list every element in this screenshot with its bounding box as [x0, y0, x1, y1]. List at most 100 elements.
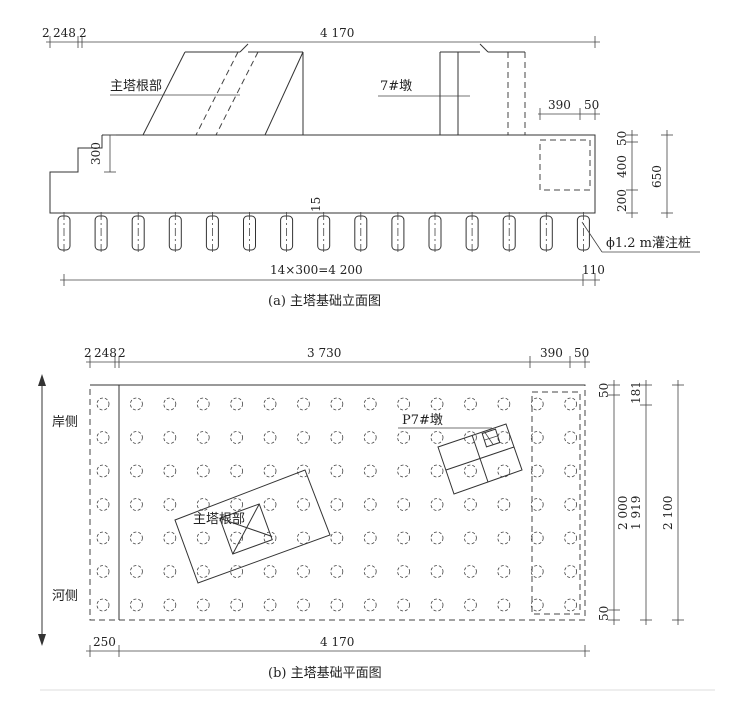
pile-plan: [497, 598, 511, 612]
pile-plan: [263, 565, 277, 578]
pile-plan: [230, 565, 244, 578]
pile-plan: [497, 531, 511, 545]
pile-plan: [397, 431, 411, 444]
pile-plan: [129, 397, 143, 411]
dim-p-2b: 2: [118, 346, 126, 360]
pile-plan: [463, 464, 477, 478]
label-pier-7-elev: 7#墩: [380, 79, 412, 94]
pile-plan: [530, 565, 544, 578]
pile-plan: [564, 397, 577, 411]
label-tower-root-plan: 主塔根部: [193, 512, 245, 527]
pier-7-columns: [439, 43, 526, 135]
pile-plan: [230, 598, 244, 612]
pile-plan: [296, 431, 310, 444]
pile-plan: [564, 498, 577, 511]
pile-plan: [430, 397, 444, 411]
pile-plan: [463, 431, 477, 444]
pile-plan: [530, 431, 544, 444]
elevation-right-dimensions: 50 400 200 650: [615, 130, 673, 218]
pile-plan: [330, 464, 344, 478]
pile-plan: [263, 531, 277, 545]
pile-plan: [129, 565, 143, 578]
pile-plan: [397, 531, 411, 545]
pile-plan: [530, 531, 544, 545]
plan-right-dimensions: 50 50 2 000 181 1 919 2 100: [597, 380, 684, 625]
pile-plan: [96, 565, 110, 578]
pile-plan: [129, 464, 143, 478]
pile-plan: [230, 498, 244, 511]
pile-plan: [463, 531, 477, 545]
label-river-side: 河侧: [52, 589, 78, 604]
pile-plan: [530, 464, 544, 478]
pile-plan: [196, 531, 210, 545]
dim-e-r50: 50: [615, 131, 629, 146]
pile-plan: [497, 498, 511, 511]
pile-plan: [564, 431, 577, 444]
pile-note: ϕ1.2 m灌注桩: [606, 236, 691, 251]
dim-e-r650: 650: [650, 165, 664, 188]
pile-plan: [163, 431, 177, 444]
pile-plan: [196, 565, 210, 578]
pile-plan: [196, 464, 210, 478]
pile-plan: [296, 598, 310, 612]
pile-plan: [163, 397, 177, 411]
pile-plan: [330, 431, 344, 444]
pier-7-plan: [437, 423, 523, 495]
pile-plan: [397, 498, 411, 511]
pile-plan: [397, 598, 411, 612]
pile-plan: [163, 464, 177, 478]
label-tower-root-elev: 主塔根部: [110, 79, 162, 94]
pile-plan: [530, 498, 544, 511]
pile-plan: [263, 598, 277, 612]
pile-plan: [296, 565, 310, 578]
pile-plan: [363, 397, 377, 411]
pile-plan: [564, 531, 577, 545]
dim-e-span: 14×300=4 200: [270, 263, 363, 277]
pile-plan: [530, 397, 544, 411]
elevation-piles: [57, 212, 590, 254]
pile-plan: [196, 498, 210, 511]
dim-p-r2000: 2 000: [616, 496, 630, 530]
plan-top-dimension: 2 248 2 3 730 390 50: [84, 346, 590, 368]
bank-river-arrow: [38, 374, 46, 646]
pile-plan: [430, 565, 444, 578]
pile-plan: [397, 397, 411, 411]
pile-plan: [129, 531, 143, 545]
pile-cap-plan: [89, 384, 586, 621]
pile-plan: [330, 498, 344, 511]
elevation-view: 2 248 2 4 170 主塔根部 7#: [42, 26, 700, 309]
plan-bottom-dimension: 250 4 170: [86, 635, 590, 657]
dim-e-r400: 400: [615, 155, 629, 178]
pile-plan: [530, 598, 544, 612]
pile-plan: [430, 464, 444, 478]
pile-plan: [463, 598, 477, 612]
dim-p-r2100: 2 100: [661, 496, 675, 530]
pile-plan: [363, 498, 377, 511]
pile-plan: [96, 464, 110, 478]
pile-plan: [263, 431, 277, 444]
pile-plan: [296, 397, 310, 411]
plan-view: 2 248 2 3 730 390 50 主塔根部: [38, 346, 684, 681]
dim-e-4170: 4 170: [320, 26, 354, 40]
pile-plan: [564, 565, 577, 578]
pile-plan: [330, 565, 344, 578]
pile-plan: [96, 531, 110, 545]
dim-e-2b: 2: [79, 26, 87, 40]
pile-plan: [564, 464, 577, 478]
pile-plan: [263, 464, 277, 478]
pile-plan: [96, 397, 110, 411]
pile-plan: [463, 498, 477, 511]
pile-plan: [263, 498, 277, 511]
dim-p-3730: 3 730: [307, 346, 341, 360]
dim-p-2a: 2: [84, 346, 92, 360]
pile-plan: [196, 397, 210, 411]
dim-p-r50b: 50: [597, 606, 611, 621]
pile-plan: [196, 431, 210, 444]
dim-e-r200: 200: [615, 189, 629, 212]
pile-plan: [397, 464, 411, 478]
dim-e-110: 110: [582, 263, 605, 277]
pier-strip: [531, 391, 581, 615]
dim-e-50: 50: [584, 98, 599, 112]
pile-plan: [163, 598, 177, 612]
